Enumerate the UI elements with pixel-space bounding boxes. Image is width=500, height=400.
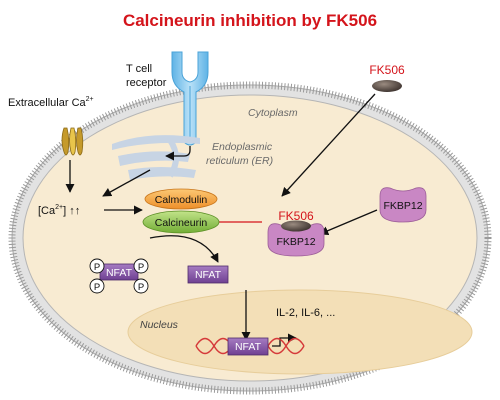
fk506-complex-label: FK506 <box>278 209 314 223</box>
tcr-label-line1: T cell <box>126 63 152 75</box>
fkbp12-free-protein <box>379 187 427 223</box>
nfat-phosphorylated-label: NFAT <box>106 267 133 279</box>
calcineurin-label: Calcineurin <box>155 217 208 229</box>
cytoplasm-label: Cytoplasm <box>248 107 298 119</box>
fkbp12-complex-label: FKBP12 <box>276 236 315 248</box>
extracellular-ca-label: Extracellular Ca2+ <box>8 96 94 109</box>
phosphate-label: P <box>94 262 100 273</box>
fkbp12-complex <box>267 220 325 257</box>
nfat-dephosphorylated-label: NFAT <box>195 269 222 281</box>
fk506-pill-icon <box>372 80 402 92</box>
er-label-line1: Endoplasmic <box>212 141 273 153</box>
calmodulin-label: Calmodulin <box>155 194 208 206</box>
target-genes-label: IL-2, IL-6, ... <box>276 307 335 319</box>
tcr-label-line2: receptor <box>126 77 167 89</box>
pathway-arrows <box>65 93 378 347</box>
nucleus-label: Nucleus <box>140 319 179 331</box>
calmodulin-protein <box>144 188 218 210</box>
fkbp12-free-label: FKBP12 <box>383 200 422 212</box>
nfat-dephosphorylated <box>187 265 229 284</box>
diagram-title: Calcineurin inhibition by FK506 <box>123 11 377 30</box>
nfat-on-dna <box>227 337 269 356</box>
t-cell-receptor-icon <box>171 51 209 146</box>
phosphate-label: P <box>138 282 144 293</box>
phosphate-label: P <box>94 282 100 293</box>
nfat-on-dna-label: NFAT <box>235 341 262 353</box>
calcium-channel-icon <box>61 127 84 156</box>
calcineurin-protein <box>142 210 220 234</box>
nucleus-area <box>127 289 473 375</box>
phosphate-group <box>89 258 149 294</box>
phosphate-label: P <box>138 262 144 273</box>
er-label-line2: reticulum (ER) <box>206 155 273 167</box>
calcium-concentration-label: [Ca2+] ↑↑ <box>38 204 80 217</box>
fk506-top-label: FK506 <box>369 63 405 77</box>
